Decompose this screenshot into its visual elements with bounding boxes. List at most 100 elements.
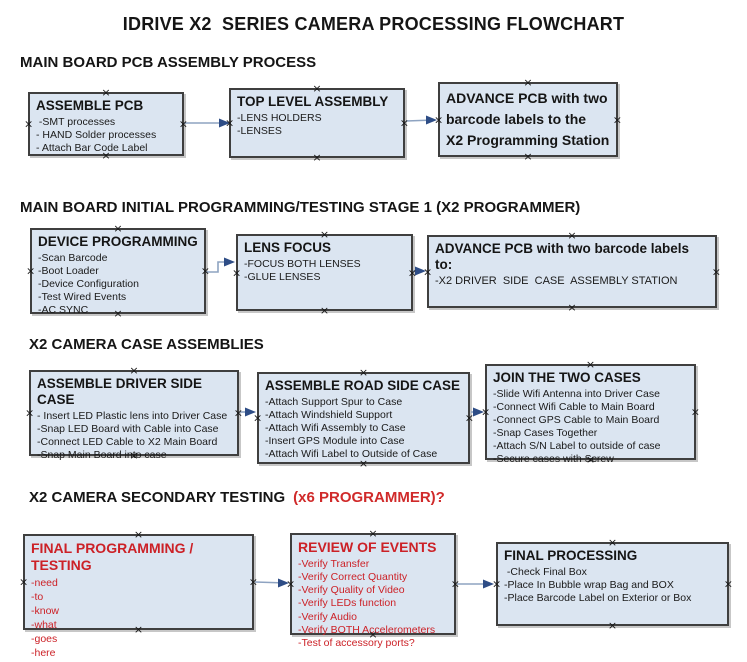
connection-handle-icon: × (723, 577, 733, 591)
arrow-device-programming-to-lens-focus (206, 257, 235, 273)
box-title: REVIEW OF EVENTS (298, 539, 437, 555)
flow-box-assemble-driver-side-case[interactable]: × × × × ASSEMBLE DRIVER SIDE CASE - Inse… (25, 365, 243, 461)
box-item: -Attach Wifi Label to Outside of Case (265, 448, 438, 461)
section-heading-pcb-assembly: MAIN BOARD PCB ASSEMBLY PROCESS (20, 54, 317, 71)
box-item-list: - Insert LED Plastic lens into Driver Ca… (37, 410, 232, 462)
connection-handle-icon: × (113, 222, 123, 235)
arrow-assemble-pcb-to-top-level (184, 118, 230, 128)
flow-box-device-programming[interactable]: × × × × DEVICE PROGRAMMING -Scan Barcode… (26, 223, 210, 319)
box-item: -Verify Transfer (298, 557, 370, 570)
arrow-road-case-to-join-cases (471, 407, 484, 417)
connection-handle-icon: × (585, 358, 596, 371)
box-item: -LENS HOLDERS (237, 112, 322, 125)
box-item: -Test Wired Events (38, 291, 127, 304)
box-title: TOP LEVEL ASSEMBLY (237, 94, 389, 109)
box-item: -Verify Audio (298, 610, 357, 623)
box-title: ASSEMBLE PCB (36, 98, 144, 113)
box-item-list: -X2 DRIVER SIDE CASE ASSEMBLY STATION (435, 275, 710, 289)
box-item-list: -Verify Transfer-Verify Correct Quantity… (298, 558, 449, 651)
box-item: -X2 DRIVER SIDE CASE ASSEMBLY STATION (435, 275, 678, 288)
box-item: -AC SYNC (38, 304, 89, 317)
connection-handle-icon: × (423, 265, 433, 278)
box-item: - Attach Bar Code Label (36, 142, 148, 155)
box-item: -Connect Wifi Cable to Main Board (493, 401, 655, 414)
flow-box-review-of-events[interactable]: × × × × REVIEW OF EVENTS -Verify Transfe… (286, 528, 460, 649)
arrow-final-programming-to-review (254, 578, 289, 588)
connection-handle-icon: × (523, 76, 533, 89)
box-item: -Attach Support Spur to Case (265, 396, 403, 409)
connection-handle-icon: × (286, 577, 296, 591)
connection-handle-icon: × (368, 527, 378, 540)
box-item: -LENSES (237, 125, 282, 138)
connection-handle-icon: × (129, 364, 139, 377)
box-item: -Place Barcode Label on Exterior or Box (504, 592, 692, 605)
connection-handle-icon: × (607, 619, 618, 632)
connection-handle-icon: × (492, 577, 502, 591)
box-item: -GLUE LENSES (244, 271, 321, 284)
box-title: JOIN THE TWO CASES (493, 370, 641, 385)
box-title: ASSEMBLE ROAD SIDE CASE (265, 378, 461, 393)
box-item: -Attach Windshield Support (265, 409, 393, 422)
box-item: -what (31, 619, 57, 632)
box-title: FINAL PROCESSING (504, 548, 638, 563)
section-heading-red: (x6 PROGRAMMER)? (293, 489, 445, 506)
arrow-top-level-to-advance-pcb (405, 115, 437, 125)
connection-handle-icon: × (26, 264, 36, 278)
flow-box-lens-focus[interactable]: × × × × LENS FOCUS -FOCUS BOTH LENSES-GL… (232, 229, 417, 316)
box-item-list: -Attach Support Spur to Case-Attach Wind… (265, 396, 463, 461)
flow-box-advance-pcb-station[interactable]: × × × × ADVANCE PCB with two barcode lab… (434, 77, 622, 162)
connection-handle-icon: × (407, 266, 417, 279)
flow-box-assemble-pcb[interactable]: × × × × ASSEMBLE PCB -SMT processes- HAN… (24, 87, 188, 161)
flow-box-final-programming-testing[interactable]: × × × × FINAL PROGRAMMING / TESTING -nee… (19, 529, 258, 659)
box-item: -Verify LEDs function (298, 597, 397, 610)
connection-handle-icon: × (101, 86, 111, 99)
connection-handle-icon: × (612, 113, 622, 126)
box-item-list: -Slide Wifi Antenna into Driver Case-Con… (493, 388, 689, 466)
connection-handle-icon: × (358, 366, 369, 379)
box-item: -Insert GPS Module into Case (265, 435, 405, 448)
flow-box-assemble-road-side-case[interactable]: × × × × ASSEMBLE ROAD SIDE CASE -Attach … (253, 367, 474, 469)
connection-handle-icon: × (312, 82, 322, 95)
flow-box-final-processing[interactable]: × × × × FINAL PROCESSING -Check Final Bo… (492, 537, 733, 631)
flow-box-join-two-cases[interactable]: × × × × JOIN THE TWO CASES -Slide Wifi A… (481, 359, 700, 465)
connection-handle-icon: × (450, 577, 460, 591)
connection-handle-icon: × (232, 266, 242, 279)
section-heading-initial-programming: MAIN BOARD INITIAL PROGRAMMING/TESTING S… (20, 199, 581, 216)
box-title: ASSEMBLE DRIVER SIDE CASE (37, 376, 206, 408)
connection-handle-icon: × (523, 150, 533, 163)
arrow-review-to-final-processing (457, 579, 494, 589)
box-item: -SMT processes (36, 116, 116, 129)
box-item: -Verify BOTH Accelerometers (298, 623, 436, 636)
box-item: -Check Final Box (504, 566, 587, 579)
box-item: -Scan Barcode (38, 252, 108, 265)
box-item: -Verify Correct Quantity (298, 571, 408, 584)
flow-box-top-level-assembly[interactable]: × × × × TOP LEVEL ASSEMBLY -LENS HOLDERS… (225, 83, 409, 163)
connection-handle-icon: × (319, 304, 330, 317)
connection-handle-icon: × (233, 406, 243, 420)
connection-handle-icon: × (399, 116, 409, 130)
connection-handle-icon: × (19, 575, 29, 589)
box-item: -Snap Cases Together (493, 427, 598, 440)
box-title: FINAL PROGRAMMING / TESTING (31, 540, 198, 573)
flow-box-advance-pcb-driver-station[interactable]: × × × × ADVANCE PCB with two barcode lab… (423, 230, 721, 313)
box-item: -Snap LED Board with Cable into Case (37, 423, 219, 436)
box-item: -to (31, 590, 44, 603)
box-item-list: -Scan Barcode-Boot Loader-Device Configu… (38, 252, 199, 317)
connection-handle-icon: × (567, 229, 577, 242)
box-item: -Attach S/N Label to outside of case (493, 440, 661, 453)
box-title: LENS FOCUS (244, 240, 332, 255)
connection-handle-icon: × (319, 228, 330, 241)
box-item: -Secure cases with Screw (493, 453, 614, 466)
box-item: -here (31, 647, 56, 660)
connection-handle-icon: × (464, 411, 474, 425)
connection-handle-icon: × (248, 575, 258, 589)
box-item: -Device Configuration (38, 278, 139, 291)
section-heading-black: X2 CAMERA SECONDARY TESTING (29, 489, 286, 506)
connection-handle-icon: × (567, 301, 577, 314)
section-heading-secondary-testing: X2 CAMERA SECONDARY TESTING (x6 PROGRAMME… (29, 489, 445, 506)
connection-handle-icon: × (690, 405, 700, 419)
connection-handle-icon: × (200, 264, 210, 278)
connection-handle-icon: × (607, 536, 618, 549)
box-item: -FOCUS BOTH LENSES (244, 258, 361, 271)
